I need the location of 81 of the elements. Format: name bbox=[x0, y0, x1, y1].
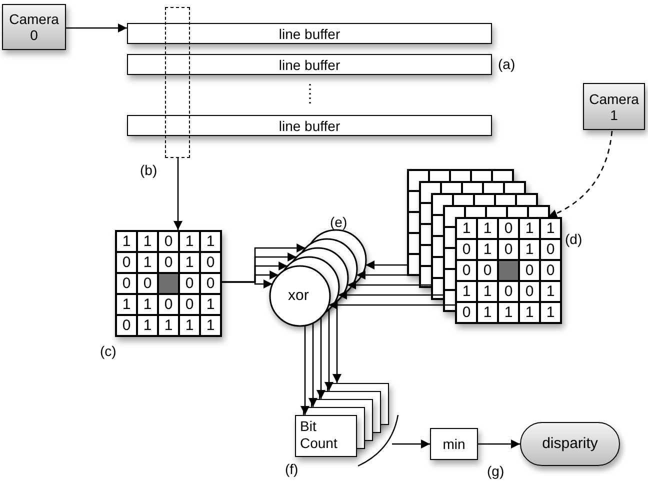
bit-value: 1 bbox=[137, 252, 158, 273]
bit-value: 1 bbox=[179, 252, 200, 273]
bit-value: 0 bbox=[200, 273, 221, 294]
bit-value: 1 bbox=[456, 281, 477, 302]
callout-letter: (b) bbox=[140, 162, 158, 178]
bit-value: 0 bbox=[519, 260, 540, 281]
bit-value: 1 bbox=[477, 302, 498, 323]
bit-value: 1 bbox=[158, 315, 179, 336]
arrow bbox=[308, 323, 318, 407]
bit-value: 1 bbox=[519, 302, 540, 323]
bit-value: 1 bbox=[498, 302, 519, 323]
buffer-bar: line buffer bbox=[127, 54, 492, 75]
bit-value: 1 bbox=[200, 294, 221, 315]
buffer-bar: line buffer bbox=[127, 115, 492, 136]
bit-value: 1 bbox=[116, 231, 137, 252]
arrow bbox=[338, 290, 443, 300]
arrow bbox=[478, 440, 520, 448]
bit-value: 1 bbox=[477, 281, 498, 302]
bit-value: 0 bbox=[456, 302, 477, 323]
bit-value: 1 bbox=[200, 231, 221, 252]
bit-value: 1 bbox=[477, 218, 498, 239]
camera-box: Camera 1 bbox=[583, 83, 645, 130]
arrow bbox=[392, 440, 430, 448]
callout-letter: (d) bbox=[565, 231, 582, 247]
arrow bbox=[174, 158, 182, 230]
callout-letter: (g) bbox=[487, 463, 504, 479]
bit-value: 1 bbox=[179, 315, 200, 336]
bit-value: 1 bbox=[200, 315, 221, 336]
bit-grid bbox=[115, 230, 222, 337]
bit-value: 0 bbox=[158, 231, 179, 252]
bit-value: 0 bbox=[477, 260, 498, 281]
bit-value: 1 bbox=[456, 218, 477, 239]
bit-value: 0 bbox=[540, 260, 561, 281]
callout-letter: (e) bbox=[330, 214, 348, 230]
callout-letter: (c) bbox=[100, 343, 116, 359]
bit-value: 0 bbox=[519, 281, 540, 302]
arrow bbox=[332, 301, 342, 383]
bit-value: 0 bbox=[116, 273, 137, 294]
camera-box: Camera 0 bbox=[2, 4, 66, 50]
callout-letter: (f) bbox=[285, 461, 298, 477]
bit-value: 1 bbox=[540, 218, 561, 239]
arrow-bundle bbox=[222, 244, 306, 288]
arrow bbox=[66, 24, 127, 32]
bit-value: 1 bbox=[137, 294, 158, 315]
bit-value: 0 bbox=[200, 252, 221, 273]
bit-value: 1 bbox=[519, 218, 540, 239]
arrow bbox=[347, 280, 431, 290]
bit-value: 0 bbox=[158, 294, 179, 315]
process-box: min bbox=[430, 428, 478, 460]
bit-value: 0 bbox=[158, 252, 179, 273]
bit-value: 1 bbox=[137, 315, 158, 336]
bit-value: 1 bbox=[540, 281, 561, 302]
bit-value: 0 bbox=[498, 239, 519, 260]
arrow bbox=[366, 260, 407, 270]
bit-value: 0 bbox=[179, 294, 200, 315]
bit-value: 1 bbox=[519, 239, 540, 260]
bit-value: 0 bbox=[179, 273, 200, 294]
selection-window bbox=[165, 7, 190, 158]
bit-value: 1 bbox=[116, 294, 137, 315]
bit-value: 0 bbox=[498, 281, 519, 302]
bit-value: 1 bbox=[179, 231, 200, 252]
bit-value: 0 bbox=[540, 239, 561, 260]
arrow bbox=[316, 317, 326, 399]
bit-value: 0 bbox=[456, 239, 477, 260]
bit-value: 0 bbox=[456, 260, 477, 281]
bit-value: 0 bbox=[137, 273, 158, 294]
arrow bbox=[548, 130, 613, 218]
arrow bbox=[324, 309, 334, 391]
callout-letter: (a) bbox=[498, 56, 516, 72]
operator-label: xor bbox=[288, 287, 309, 304]
bit-value: 0 bbox=[116, 315, 137, 336]
arrow bbox=[300, 326, 310, 415]
buffer-bar: line buffer bbox=[127, 23, 492, 44]
process-box: Bit Count bbox=[295, 415, 357, 457]
bit-value: 0 bbox=[498, 218, 519, 239]
bit-value: 1 bbox=[477, 239, 498, 260]
terminal-pill: disparity bbox=[520, 422, 620, 466]
bit-value: 1 bbox=[540, 302, 561, 323]
bit-value: 0 bbox=[116, 252, 137, 273]
bit-value: 1 bbox=[137, 231, 158, 252]
arrow bbox=[328, 300, 455, 310]
